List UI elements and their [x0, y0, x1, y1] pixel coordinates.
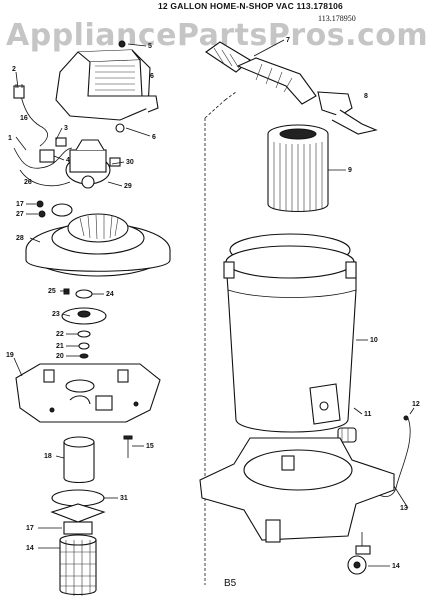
diagram-title: 12 GALLON HOME-N-SHOP VAC 113.178106 [158, 1, 343, 11]
callout-10: 10 [370, 337, 378, 344]
motor-assembly[interactable] [65, 139, 121, 189]
motor-hood[interactable] [55, 49, 159, 121]
callout-23: 23 [52, 311, 60, 318]
callout-6b: 6 [150, 73, 154, 80]
callout-28: 28 [16, 235, 24, 242]
callout-12: 12 [412, 401, 420, 408]
callout-5: 5 [148, 43, 152, 50]
callout-6: 6 [152, 134, 156, 141]
hose-and-nozzle[interactable] [205, 41, 378, 135]
callout-2: 2 [12, 66, 16, 73]
fan-housing[interactable] [25, 203, 171, 277]
model-number: 113.178950 [318, 14, 356, 23]
page-code: B5 [224, 578, 237, 589]
caster-dolly[interactable] [199, 437, 395, 543]
callout-4: 4 [66, 157, 70, 164]
callout-17b: 17 [26, 525, 34, 532]
tank-lid[interactable] [15, 363, 161, 423]
callout-16: 16 [20, 115, 28, 122]
callout-13: 13 [400, 505, 408, 512]
callout-29: 29 [124, 183, 132, 190]
callout-7: 7 [286, 37, 290, 44]
callout-labels: 1 2 3 4 5 6 6 17 27 28 29 30 25 24 23 22… [6, 37, 420, 570]
collection-tank[interactable] [223, 233, 357, 433]
callout-27: 27 [16, 211, 24, 218]
callout-20: 20 [56, 353, 64, 360]
leader-lines [13, 39, 415, 567]
callout-24: 24 [106, 291, 114, 298]
callout-26: 26 [24, 179, 32, 186]
drain-cap[interactable] [337, 427, 357, 443]
callout-14: 14 [392, 563, 400, 570]
float-cage-assembly[interactable] [50, 489, 106, 596]
callout-25: 25 [48, 288, 56, 295]
small-fasteners[interactable] [36, 40, 126, 218]
impeller-stack[interactable] [61, 288, 107, 359]
caster-wheel[interactable] [347, 532, 371, 575]
callout-31: 31 [120, 495, 128, 502]
callout-15: 15 [146, 443, 154, 450]
callout-19: 19 [6, 352, 14, 359]
callout-11: 11 [364, 411, 372, 418]
callout-14b: 14 [26, 545, 34, 552]
callout-17: 17 [16, 201, 24, 208]
callout-21: 21 [56, 343, 64, 350]
cartridge-filter[interactable] [267, 124, 329, 212]
dashed-guide-line [204, 91, 237, 585]
callout-30: 30 [126, 159, 134, 166]
power-cord[interactable] [13, 84, 48, 147]
callout-9: 9 [348, 167, 352, 174]
callout-18: 18 [44, 453, 52, 460]
callout-22: 22 [56, 331, 64, 338]
callout-8: 8 [364, 93, 368, 100]
callout-1: 1 [8, 135, 12, 142]
callout-3: 3 [64, 125, 68, 132]
filter-tube[interactable] [63, 436, 95, 484]
lid-screw[interactable] [123, 435, 133, 458]
